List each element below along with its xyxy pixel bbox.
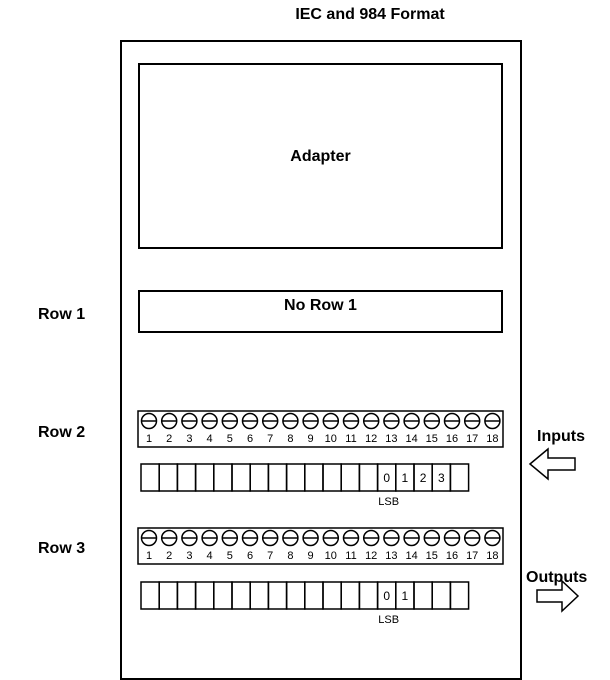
arrow-right-icon [536, 579, 580, 613]
row-2-bit-box [267, 463, 288, 492]
row-3-bit-box [340, 581, 361, 610]
row-3-bit-box [449, 581, 470, 610]
row-1-label: Row 1 [38, 306, 86, 323]
row-2-terminal-number: 4 [207, 433, 213, 445]
row-2-terminal-number: 10 [325, 433, 337, 445]
row-2-bit-box [213, 463, 233, 492]
row-3-bit-box [194, 581, 215, 610]
row-2-lsb-label: LSB [378, 496, 399, 508]
row-3-bit-box [358, 581, 379, 610]
row-2-terminal-number: 1 [146, 433, 152, 445]
row-2-bit-box [194, 463, 215, 492]
row-3-bit-box [431, 581, 452, 610]
row-3-bit-label: 1 [402, 589, 409, 603]
row-2-bit-box [140, 463, 160, 492]
row-3-terminal-number: 2 [166, 550, 172, 562]
row-2-terminal-strip [137, 410, 504, 448]
row-3-bit-box [158, 581, 179, 610]
row-2-bit-box [304, 463, 324, 492]
row-2-bit-box [285, 463, 306, 492]
row-2-bit-label: 3 [438, 471, 445, 485]
row-2-terminal-number: 7 [267, 433, 273, 445]
row-3-terminal-number: 11 [345, 550, 356, 562]
row-2-terminal-number: 2 [166, 433, 172, 445]
row-3-bit-box [285, 581, 306, 610]
row-3-bit-box [140, 581, 160, 610]
row-3-terminal-number: 13 [385, 550, 397, 562]
row-3-terminal-number: 12 [365, 550, 377, 562]
row-3-terminal-strip [137, 527, 504, 565]
diagram-title: IEC and 984 Format [295, 6, 445, 23]
row-3-lsb-label: LSB [378, 614, 399, 626]
row-2-terminal-number: 5 [227, 433, 233, 445]
row-2-bit-box [322, 463, 342, 492]
row-2-terminal-number: 14 [405, 433, 417, 445]
row-2-bit-box [176, 463, 197, 492]
row-3-label: Row 3 [38, 540, 86, 557]
row-3-terminal-number: 7 [267, 550, 273, 562]
arrow-left-icon [528, 447, 576, 481]
row-2-bit-box [249, 463, 270, 492]
row-3-terminal-number: 17 [466, 550, 478, 562]
row-2-label: Row 2 [38, 424, 86, 441]
row-3-terminal-number: 4 [207, 550, 213, 562]
row-3-terminal-number: 16 [446, 550, 458, 562]
row-3-bit-box [304, 581, 324, 610]
row-3-terminal-number: 6 [247, 550, 253, 562]
row-3-terminal-number: 14 [405, 550, 417, 562]
adapter-box [138, 63, 503, 249]
row-2-bit-box [231, 463, 251, 492]
row-3-bit-box [267, 581, 288, 610]
row-2-bit-label: 2 [420, 471, 427, 485]
row-3-bit-box [322, 581, 342, 610]
row-2-terminal-number: 16 [446, 433, 458, 445]
row-3-bit-box [176, 581, 197, 610]
row-2-terminal-number: 12 [365, 433, 377, 445]
row-2-bit-box [158, 463, 179, 492]
row-2-terminal-number: 6 [247, 433, 253, 445]
row-2-bit-box [340, 463, 361, 492]
row-2-bit-label: 0 [383, 471, 390, 485]
inputs-label: Inputs [537, 428, 585, 445]
row-3-terminal-number: 9 [308, 550, 314, 562]
row-3-terminal-number: 18 [486, 550, 498, 562]
outputs-label: Outputs [526, 569, 588, 586]
row-3-terminal-number: 8 [287, 550, 293, 562]
row-3-bit-label: 0 [383, 589, 390, 603]
row-3-terminal-number: 15 [426, 550, 438, 562]
row-3-bit-box [231, 581, 251, 610]
no-row-box [138, 290, 503, 333]
row-3-terminal-number: 1 [146, 550, 152, 562]
row-2-terminal-number: 8 [287, 433, 293, 445]
row-2-bit-label: 1 [402, 471, 409, 485]
row-3-bit-box [249, 581, 270, 610]
row-3-bit-box [413, 581, 433, 610]
row-2-terminal-number: 13 [385, 433, 397, 445]
row-2-terminal-number: 3 [186, 433, 192, 445]
row-2-terminal-number: 11 [345, 433, 356, 445]
row-2-terminal-number: 15 [426, 433, 438, 445]
adapter-label: Adapter [290, 148, 351, 165]
row-3-terminal-number: 5 [227, 550, 233, 562]
row-3-terminal-number: 10 [325, 550, 337, 562]
row-2-bit-box [449, 463, 470, 492]
row-2-terminal-number: 9 [308, 433, 314, 445]
row-3-terminal-number: 3 [186, 550, 192, 562]
row-2-terminal-number: 18 [486, 433, 498, 445]
no-row-label: No Row 1 [284, 297, 357, 314]
row-2-terminal-number: 17 [466, 433, 478, 445]
row-2-bit-box [358, 463, 379, 492]
row-3-bit-box [213, 581, 233, 610]
